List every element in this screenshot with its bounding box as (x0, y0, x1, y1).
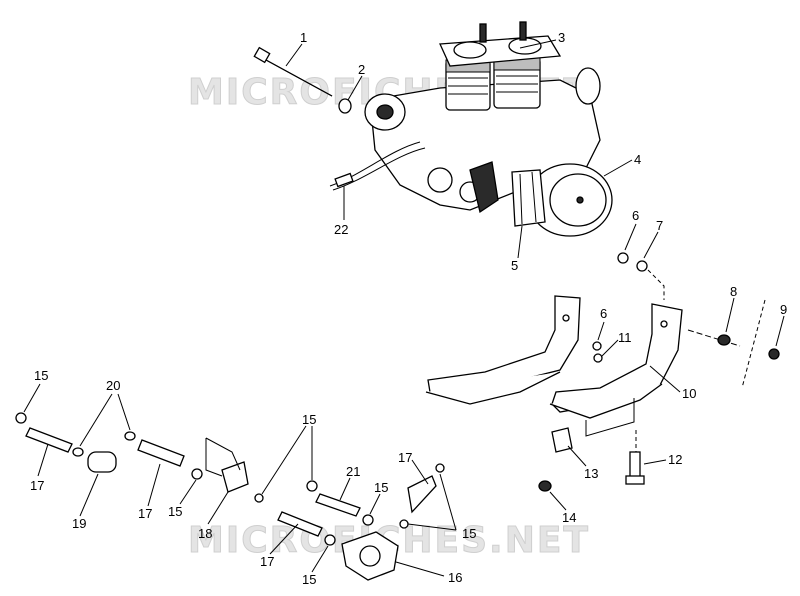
callout-17-b: 17 (138, 506, 152, 521)
callout-12: 12 (668, 452, 682, 467)
callout-17-a: 17 (30, 478, 44, 493)
watermark-bottom: MICROFICHES.NET (188, 520, 590, 561)
callout-19: 19 (72, 516, 86, 531)
callout-8: 8 (730, 284, 737, 299)
callout-14: 14 (562, 510, 576, 525)
callout-20: 20 (106, 378, 120, 393)
callout-4: 4 (634, 152, 641, 167)
callout-9: 9 (780, 302, 787, 317)
callout-21: 21 (346, 464, 360, 479)
rubber-mount-part-13 (551, 427, 573, 453)
callout-5: 5 (511, 258, 518, 273)
callout-22: 22 (334, 222, 348, 237)
callout-15-f: 15 (462, 526, 476, 541)
washer-part-2 (338, 98, 352, 114)
callout-2: 2 (358, 62, 365, 77)
bolt-part-1 (253, 46, 333, 97)
callout-10: 10 (682, 386, 696, 401)
engine-assembly (329, 21, 613, 237)
callout-1: 1 (300, 30, 307, 45)
callout-16: 16 (448, 570, 462, 585)
callout-6-mid: 6 (600, 306, 607, 321)
callout-3: 3 (558, 30, 565, 45)
hoses-and-fittings (15, 412, 445, 581)
callout-15-a: 15 (34, 368, 48, 383)
stud-part-8 (687, 329, 741, 347)
callout-15-e: 15 (302, 572, 316, 587)
callout-labels: 1 2 3 4 5 6 7 8 9 6 11 10 12 13 14 15 20… (30, 30, 787, 587)
callout-15-d: 15 (374, 480, 388, 495)
nut-part-9 (768, 348, 780, 360)
leader-lines (23, 39, 785, 577)
washer-part-7 (636, 260, 648, 272)
callout-15-c: 15 (302, 412, 316, 427)
callout-11: 11 (618, 330, 632, 345)
callout-17-c: 17 (260, 554, 274, 569)
callout-18: 18 (198, 526, 212, 541)
nut-part-6 (617, 252, 629, 264)
callout-15-b: 15 (168, 504, 182, 519)
washer-part-11 (593, 353, 603, 363)
callout-6-top: 6 (632, 208, 639, 223)
callout-7: 7 (656, 218, 663, 233)
callout-17-d: 17 (398, 450, 412, 465)
engine-mount-brackets (425, 295, 683, 437)
nut-part-6b (592, 341, 602, 351)
bolt-part-12 (625, 430, 645, 485)
nut-part-14 (538, 480, 552, 492)
callout-13: 13 (584, 466, 598, 481)
